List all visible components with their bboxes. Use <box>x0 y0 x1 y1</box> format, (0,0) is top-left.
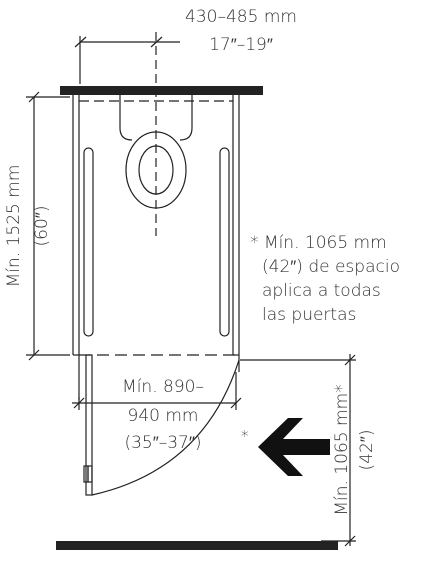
note-line-1: * Mín. 1065 mm <box>250 233 387 253</box>
top-dimension-line <box>74 36 180 84</box>
right-grab-bar <box>219 147 230 337</box>
approach-arrow-icon <box>258 418 330 476</box>
left-dim-imperial: (60″) <box>32 206 52 247</box>
top-wall <box>60 86 263 95</box>
door-leaf <box>83 354 93 496</box>
top-dim-metric: 430–485 mm <box>185 7 297 27</box>
left-grab-bar <box>83 147 94 337</box>
top-dim-imperial: 17″–19″ <box>209 35 273 55</box>
door-dim-line-3: (35″–37″) <box>124 433 201 453</box>
door-dim-line-1: Mín. 890– <box>122 377 204 397</box>
left-dimension-line <box>26 91 70 361</box>
door-dimension-line <box>72 372 242 410</box>
note-line-2: (42″) de espacio <box>262 257 400 277</box>
left-partition <box>72 95 80 356</box>
arrow-asterisk: * <box>241 427 249 445</box>
note-line-4: las puertas <box>262 305 356 325</box>
left-dim-metric: Mín. 1525 mm <box>4 165 24 288</box>
clear-space-dimension-line <box>240 354 356 547</box>
door-dim-line-2: 940 mm <box>128 406 199 426</box>
clear-dim-imperial: (42″) <box>357 430 377 471</box>
note-line-3: aplica a todas <box>262 281 381 301</box>
bottom-wall <box>56 541 338 550</box>
clear-dim-metric: Mín. 1065 mm* <box>332 384 352 515</box>
right-partition <box>232 95 240 356</box>
door-swing-arc <box>91 359 240 496</box>
